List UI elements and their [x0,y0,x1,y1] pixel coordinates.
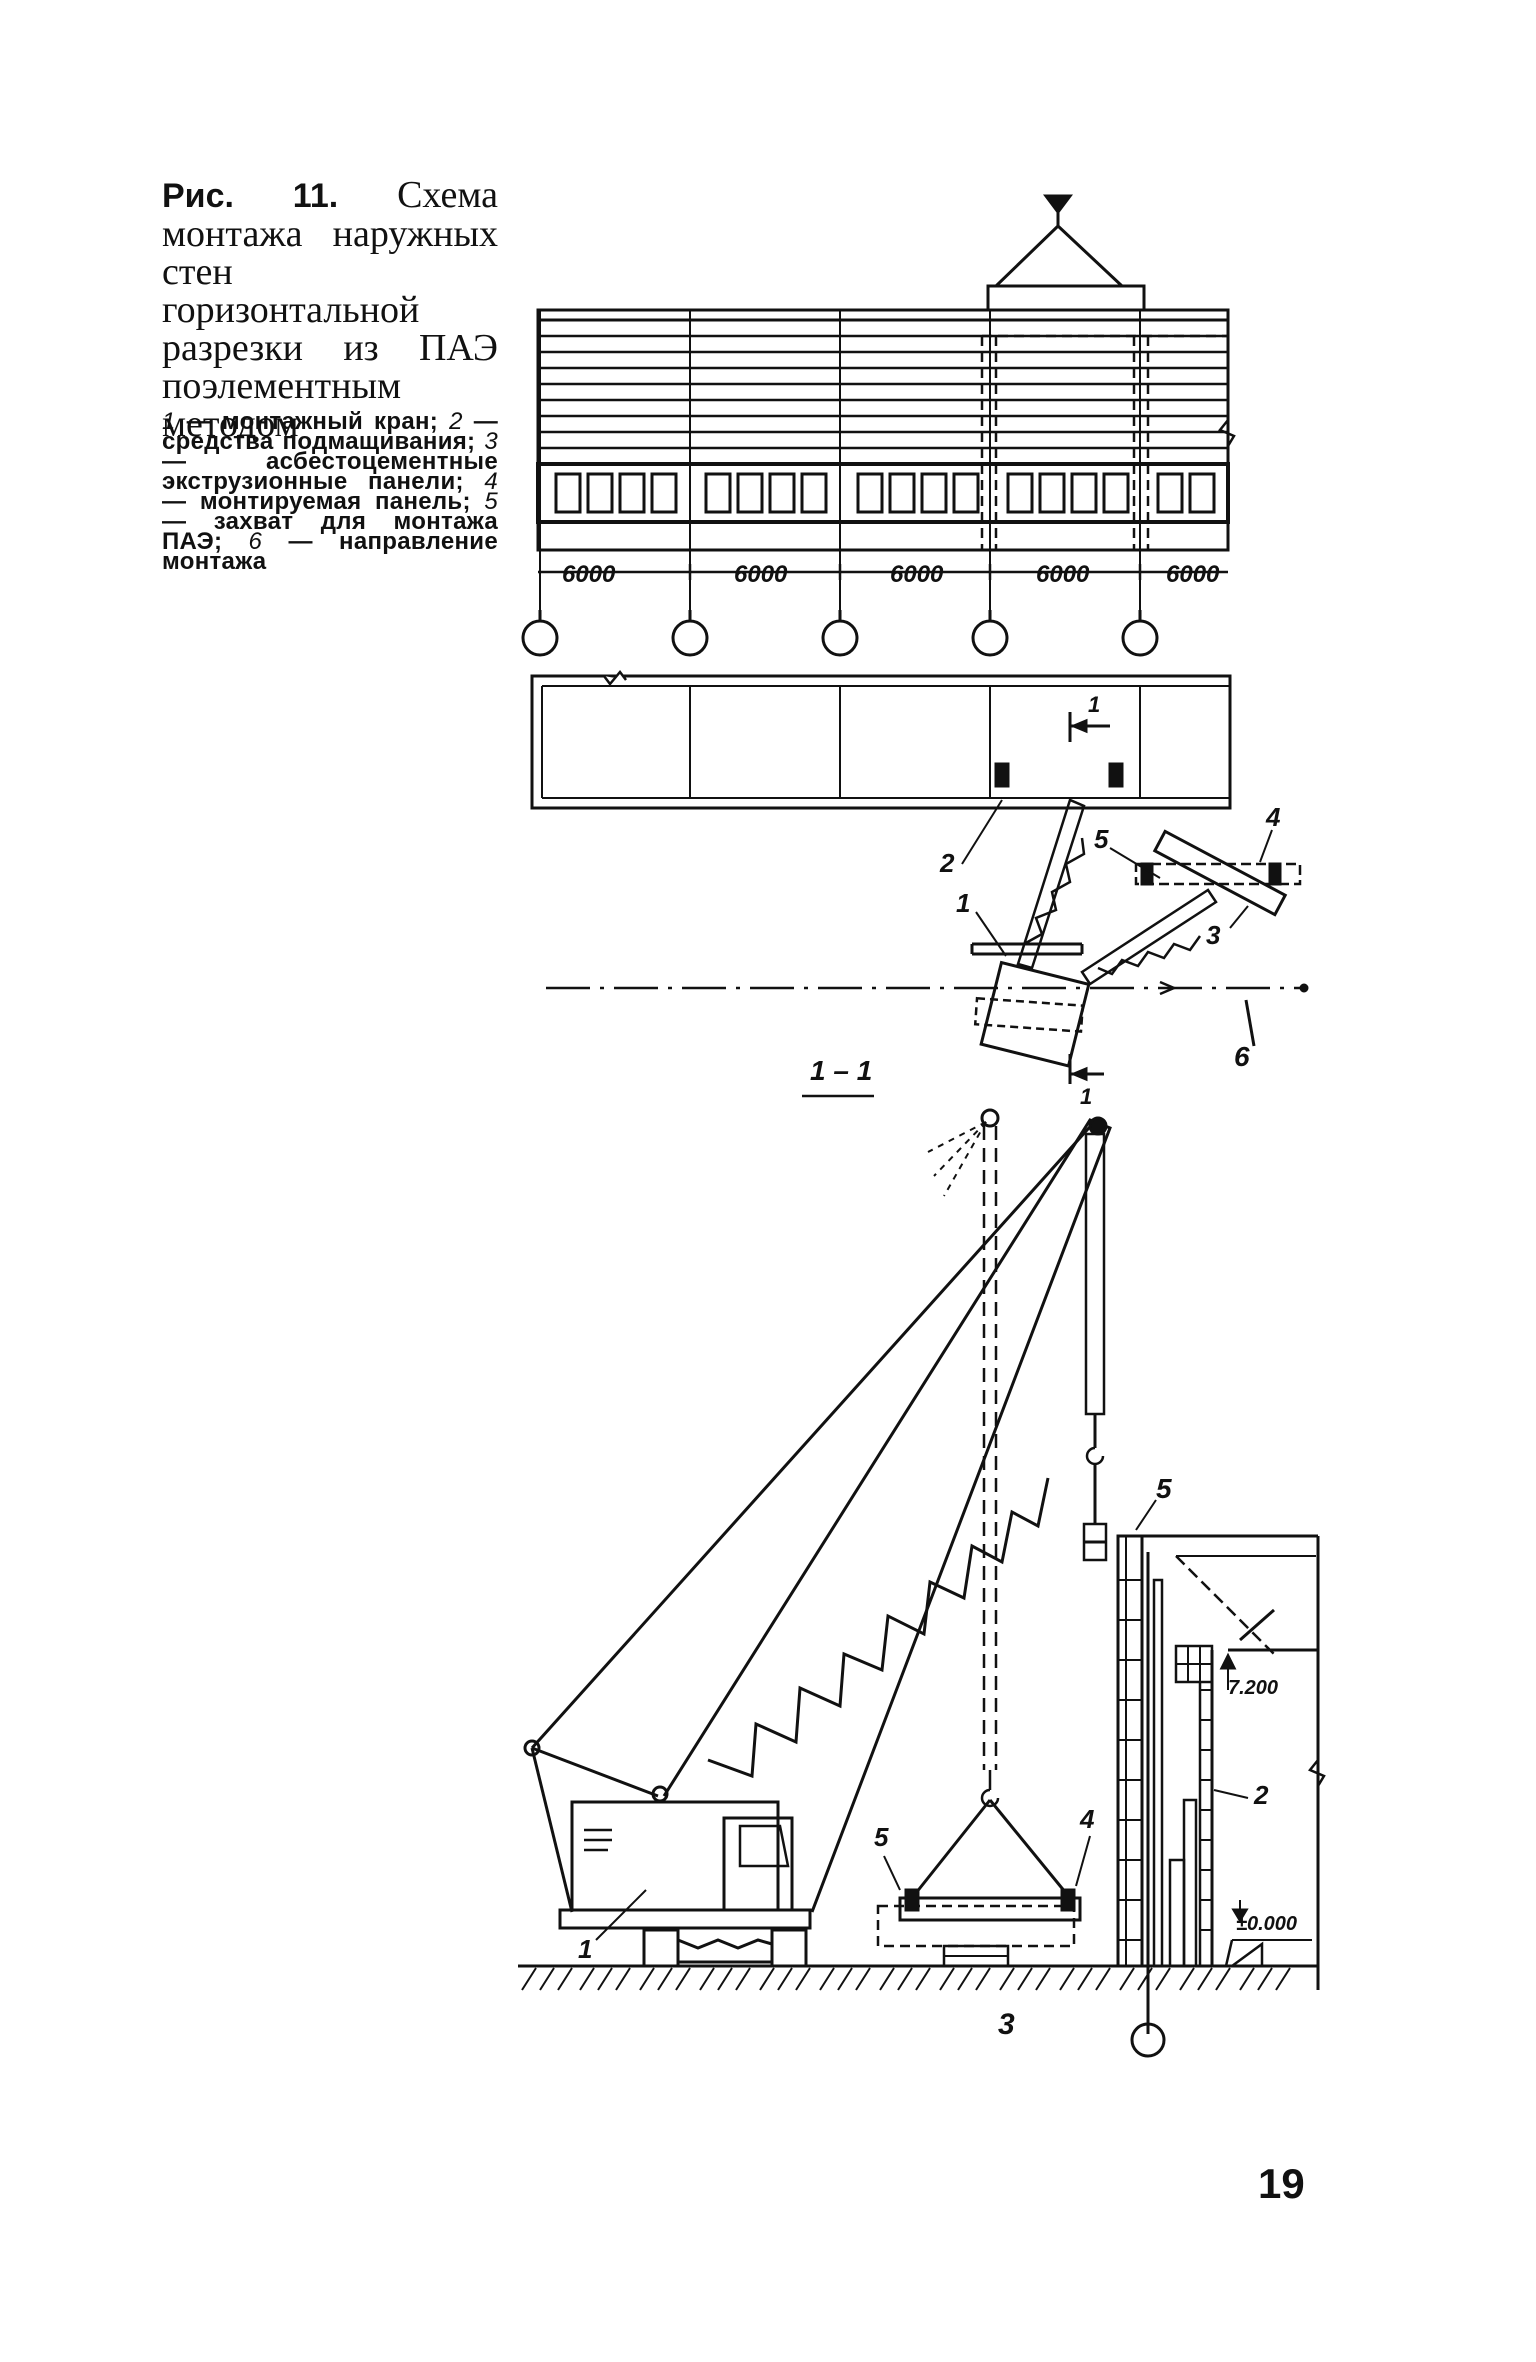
span-dim-4: 6000 [1036,561,1090,588]
figure-caption: Рис. 11. Схема монтажа наружных стен гор… [162,176,498,443]
span-dim-3: 6000 [890,561,944,588]
legend-item-grip: 5 — захват для монтажа ПАЭ; [162,488,498,555]
light-beam [927,1121,987,1197]
ground-hatching [521,1967,1291,1991]
plan-label-grip: 5 [1094,824,1109,854]
plan-label-scaffold: 2 [939,848,955,878]
section-label-panels: 3 [998,2008,1015,2041]
elevation-top: 7.200 [1228,1677,1278,1699]
plan-label-panels: 3 [1206,920,1221,950]
plan-label-crane: 1 [956,888,970,918]
crane [523,1116,1112,1968]
legend-item-panels: 3 — асбестоцементные экструзионные панел… [162,428,499,495]
plan-label-direction: 6 [1234,1041,1250,1072]
span-dim-1: 6000 [562,561,616,588]
legend-item-crane: 1 — монтажный кран; [162,408,439,435]
figure-label: Рис. 11. [162,177,339,215]
plan-label-panel: 4 [1265,802,1281,832]
legend-item-scaffold: 2 — средства подмащивания; [162,408,498,455]
legend-item-mounted-panel: 4 — монтируемая панель; [162,468,498,515]
plan-scaffold [994,762,1010,788]
window-band [554,472,1216,514]
section-label-panel: 4 [1079,1804,1095,1834]
section-mark-bottom: 1 [1080,1084,1092,1109]
plan-crane-body [979,960,1091,1068]
panel-stack [1152,829,1288,917]
section-label-grip-left: 5 [874,1822,889,1852]
figure-legend: 1 — монтажный кран; 2 — средства подмащи… [162,410,499,575]
hook-icon [1043,194,1073,226]
scaffold-rungs [1200,1689,1212,1931]
axis-lines [539,310,1141,610]
wall-panels [538,334,1228,466]
section-title: 1 – 1 [810,1055,872,1086]
section-label-grip-top: 5 [1156,1473,1172,1504]
lifted-panel [986,284,1146,312]
figure-title: Схема монтажа наружных стен горизонтальн… [162,174,498,445]
legend-item-direction: 6 — направление монтажа [162,528,498,575]
section-mark-top: 1 [1088,692,1100,717]
span-dim-5: 6000 [1166,561,1220,588]
plan-scaffold [1108,762,1124,788]
section-label-crane: 1 [578,1934,592,1964]
axis-markers [521,610,1159,657]
page-number: 19 [1258,2160,1305,2207]
section-label-scaffold: 2 [1253,1780,1269,1810]
wall-joints [1118,1579,1142,1941]
elevation-ground: ±0.000 [1236,1913,1297,1935]
span-dim-2: 6000 [734,561,788,588]
